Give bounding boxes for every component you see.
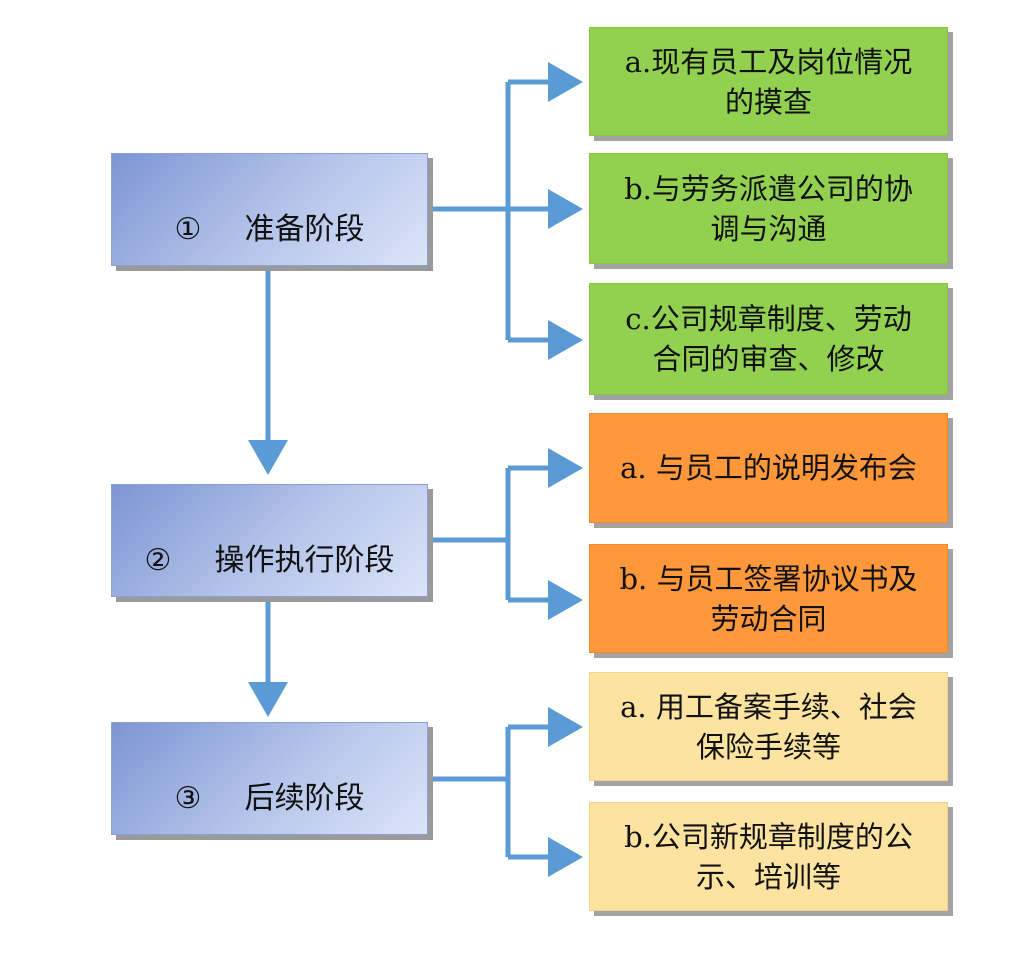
- task-box-2b: b. 与员工签署协议书及 劳动合同: [589, 544, 948, 653]
- stage-box-execution: ② 操作执行阶段: [111, 484, 428, 597]
- task-text: a.现有员工及岗位情况 的摸查: [624, 44, 913, 119]
- task-box-3b: b.公司新规章制度的公 示、培训等: [589, 802, 948, 911]
- task-box-2a: a. 与员工的说明发布会: [589, 413, 948, 523]
- task-box-1a: a.现有员工及岗位情况 的摸查: [589, 27, 948, 136]
- task-text: b.公司新规章制度的公 示、培训等: [624, 819, 913, 894]
- stage-label: 准备阶段: [244, 211, 365, 247]
- task-box-1c: c.公司规章制度、劳动 合同的审查、修改: [589, 283, 948, 395]
- task-text: a. 用工备案手续、社会 保险手续等: [620, 689, 917, 764]
- stage-number: ③: [174, 780, 202, 816]
- stage-number: ①: [174, 211, 202, 247]
- task-text: b. 与员工签署协议书及 劳动合同: [619, 561, 918, 636]
- stage-box-preparation: ① 准备阶段: [111, 153, 428, 266]
- stage-label: 后续阶段: [244, 780, 365, 816]
- task-text: b.与劳务派遣公司的协 调与沟通: [624, 171, 913, 246]
- stage-label: 操作执行阶段: [214, 542, 395, 578]
- task-box-1b: b.与劳务派遣公司的协 调与沟通: [589, 153, 948, 264]
- task-text: a. 与员工的说明发布会: [620, 451, 917, 485]
- task-text: c.公司规章制度、劳动 合同的审查、修改: [625, 302, 912, 376]
- task-box-3a: a. 用工备案手续、社会 保险手续等: [589, 672, 948, 781]
- stage-number: ②: [144, 542, 172, 578]
- stage-box-follow-up: ③ 后续阶段: [111, 722, 428, 835]
